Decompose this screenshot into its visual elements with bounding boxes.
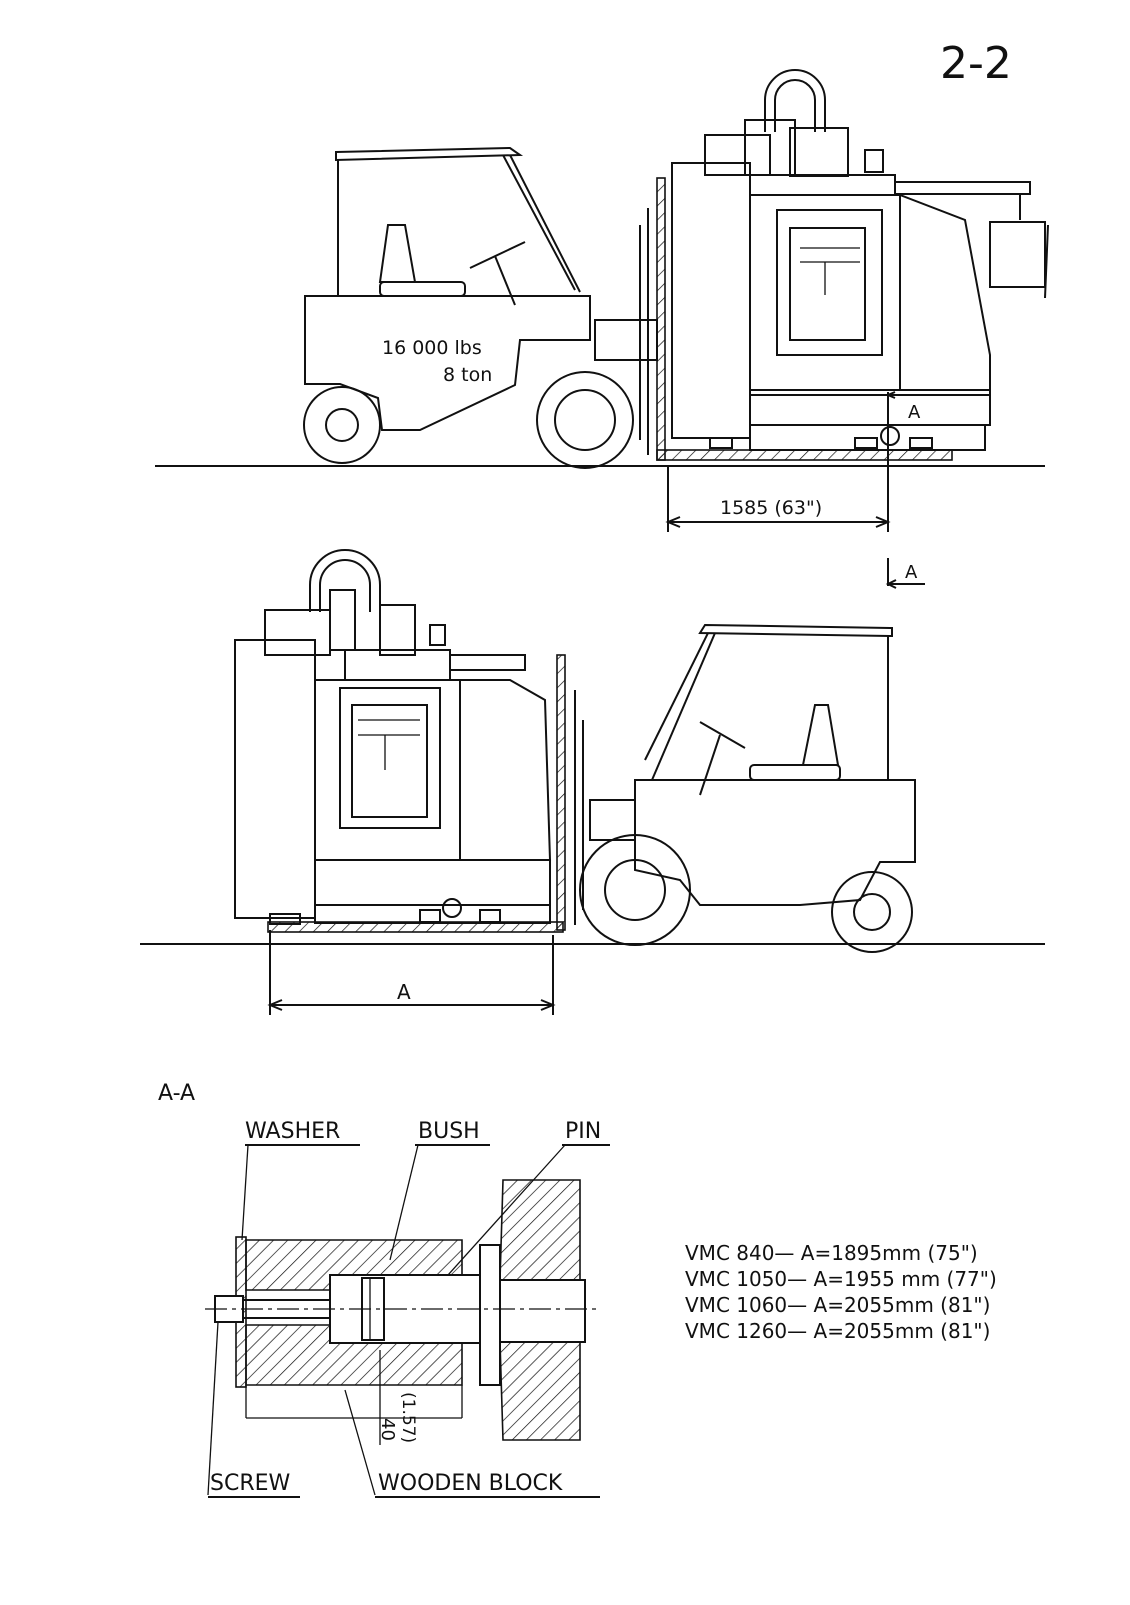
label-bush: BUSH [418, 1119, 480, 1144]
spec-row-vmc1050: VMC 1050— A=1955 mm (77") [685, 1267, 997, 1291]
rear-wheel-upper [303, 386, 381, 464]
dimension-label-1585: 1585 (63") [720, 497, 822, 519]
dimension-1-57: (1.57) [398, 1392, 418, 1443]
section-marker-a-upper: A [908, 402, 921, 423]
spec-row-vmc1260: VMC 1260— A=2055mm (81") [685, 1319, 990, 1343]
frame-top [499, 1179, 581, 1281]
label-pin: PIN [565, 1119, 601, 1144]
capacity-ton: 8 ton [443, 364, 492, 386]
forklift-upper: 16 000 lbs 8 ton [303, 146, 658, 469]
forklift-lower [579, 623, 916, 953]
section-a-a: A-A WASHER BUSH PIN 40 [158, 1081, 610, 1498]
spec-row-vmc840: VMC 840— A=1895mm (75") [685, 1241, 978, 1265]
dimension-label-a: A [397, 980, 411, 1004]
canopy [335, 146, 524, 162]
fork-lower [267, 654, 584, 933]
label-wooden-block: WOODEN BLOCK [378, 1471, 563, 1496]
section-title: A-A [158, 1081, 195, 1106]
dimension-upper: A 1585 (63") A [665, 391, 928, 589]
section-pin-lower [442, 898, 462, 918]
label-screw: SCREW [210, 1471, 291, 1496]
fork-tine-upper [656, 449, 953, 461]
machine-lower [234, 549, 552, 925]
spec-table: VMC 840— A=1895mm (75") VMC 1050— A=1955… [685, 1241, 997, 1343]
page-number: 2-2 [940, 38, 1012, 89]
label-washer: WASHER [245, 1119, 340, 1144]
machine-upper [671, 69, 1049, 451]
tool-changer-upper [989, 221, 1046, 288]
fork-upper [639, 177, 953, 461]
capacity-lbs: 16 000 lbs [382, 337, 482, 359]
upper-view: 16 000 lbs 8 ton [155, 69, 1049, 589]
section-marker-a-lower: A [905, 562, 918, 583]
front-wheel-lower [579, 834, 691, 946]
machine-enclosure-upper [749, 194, 991, 396]
spindle-head-hook [764, 69, 826, 132]
forklift-body-upper [304, 295, 591, 431]
electrical-cabinet-upper [671, 162, 751, 439]
spindle-head-hook-lower [309, 549, 381, 612]
steering-wheel-upper [469, 241, 526, 269]
frame-bottom [499, 1341, 581, 1441]
machine-enclosure-lower [314, 679, 552, 861]
dimension-lower: A [267, 930, 556, 1015]
spec-row-vmc1060: VMC 1060— A=2055mm (81") [685, 1293, 990, 1317]
section-pin-upper [880, 426, 900, 446]
rear-wheel-lower [831, 871, 913, 953]
front-wheel-upper [536, 371, 634, 469]
seat-lower [801, 704, 840, 766]
forklift-body-lower [634, 779, 916, 906]
canopy-lower [698, 623, 893, 638]
steering-wheel-lower [699, 721, 746, 749]
electrical-cabinet-lower [234, 639, 316, 919]
dimension-40: 40 [377, 1418, 398, 1441]
lower-view: A [140, 549, 1045, 1015]
fork-tine-lower [267, 921, 564, 933]
seat-upper [378, 224, 417, 283]
